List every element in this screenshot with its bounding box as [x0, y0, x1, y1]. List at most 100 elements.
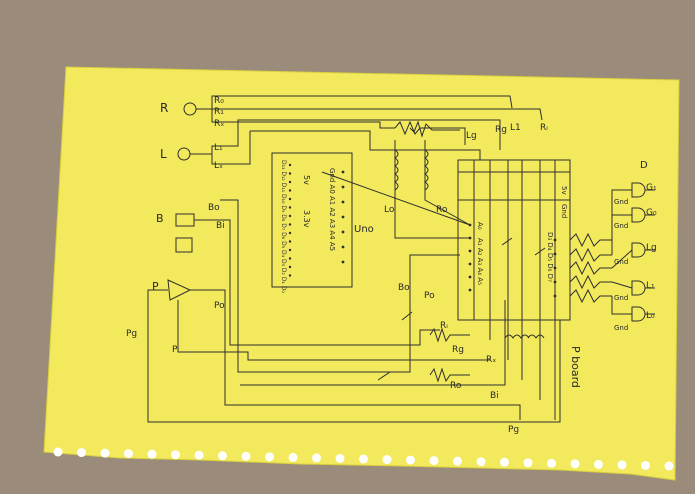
label-a-col1: A₀: [476, 222, 484, 230]
uno-pin-dot: [341, 170, 345, 174]
inductor-bottom-1: [504, 334, 530, 339]
led-gate-icon: [631, 207, 655, 223]
perforation-hole: [617, 460, 627, 470]
uno-pin-dot: [288, 265, 292, 269]
bus-r0: [228, 95, 513, 109]
header-pin-dot: [553, 266, 557, 270]
led-gate-icon: [631, 242, 655, 258]
perforation-hole: [359, 454, 368, 464]
perforation-hole: [664, 461, 674, 471]
label-g0: G₀: [646, 208, 657, 218]
label-ro-lower: Ro: [450, 381, 462, 391]
led-resistor-2: [569, 247, 612, 263]
perforation-hole: [100, 448, 110, 458]
uno-pin-dot: [288, 223, 292, 226]
label-gnd-g1: Gnd: [614, 198, 628, 206]
label-bi: Bi: [216, 221, 225, 231]
perforation-holes: [53, 447, 674, 471]
right-header-dots: [468, 223, 557, 298]
perforation-hole: [77, 448, 86, 458]
uno-pin-dot: [288, 197, 292, 201]
uno-board: [271, 152, 353, 288]
resistor-top-r: [394, 120, 466, 145]
perforation-hole: [241, 451, 251, 461]
button-b-bottom: [175, 237, 193, 253]
tick-1: [501, 237, 513, 246]
perforation-hole: [570, 459, 580, 469]
perforation-hole: [547, 458, 556, 468]
label-r1: R₁: [214, 107, 224, 117]
tick-4: [377, 371, 391, 381]
label-uno-bottom-row: D₁₃ D₁₂ D₁₁ D₁₀ D₉ D₈ D₇ D₆ D₅ D₄ D₃ D₂ …: [280, 160, 287, 293]
inductor-l0: [394, 149, 399, 191]
header-pin-dot: [553, 280, 557, 284]
uno-pin-dot: [341, 230, 345, 234]
perforation-hole: [382, 455, 392, 465]
label-lg-right: Lg: [646, 243, 657, 253]
led-gate-icon: [631, 280, 655, 296]
perforation-hole: [406, 455, 415, 465]
perforation-hole: [476, 457, 486, 467]
label-ri-top: Rᵢ: [540, 123, 548, 133]
resistor-rg: [429, 367, 470, 383]
uno-pin-dot: [288, 240, 292, 243]
label-bo-lower: Bo: [398, 283, 410, 293]
label-gnd-right: Gnd: [560, 204, 568, 218]
label-l0-right: L₀: [646, 311, 655, 321]
perforation-hole: [53, 447, 63, 457]
uno-header-dots: [288, 163, 345, 277]
header-pin-dot: [468, 262, 472, 266]
perforation-hole: [218, 451, 227, 461]
uno-pin-dot: [288, 231, 292, 235]
label-pg: Pg: [126, 329, 137, 339]
wire-lo-vert: [394, 140, 470, 239]
label-bo: Bo: [208, 203, 220, 213]
label-lo: Lo: [384, 205, 395, 215]
label-rg-lower: Rg: [452, 345, 464, 355]
label-gnd-g0: Gnd: [614, 222, 628, 230]
label-uno: Uno: [354, 224, 374, 235]
inductor-r0: [424, 149, 429, 191]
label-g1: G₁: [646, 183, 657, 193]
label-rb: Rₓ: [214, 119, 224, 129]
label-uno-5v: 5v: [302, 175, 311, 185]
bus-l-top: [250, 130, 481, 160]
labels: R L R₀ R₁ Rₓ L₁ Lₓ Rg L1 Rᵢ Lg Lo Ro B B…: [126, 96, 657, 435]
header-pin-dot: [468, 249, 472, 253]
perforation-hole: [194, 450, 204, 460]
uno-pin-dot: [288, 163, 292, 167]
uno-pin-dot: [288, 206, 292, 209]
bus-rb: [228, 121, 395, 129]
label-rg-top: Rg: [495, 125, 507, 135]
label-p: P: [152, 280, 159, 293]
circuit-diagram: [147, 95, 655, 423]
label-ri: Rᵢ: [440, 321, 448, 331]
header-pin-dot: [553, 252, 557, 256]
led-gate-icon: [631, 182, 655, 198]
label-d-right: D₃ D₄ D₅ D₆ D₇: [546, 232, 554, 282]
label-rb-lower: Rₓ: [486, 355, 496, 365]
label-bi-lower: Bi: [490, 391, 499, 401]
header-pin-dot: [553, 294, 557, 298]
uno-pin-dot: [288, 180, 292, 184]
wire-uno-gnd-diag: [321, 171, 471, 226]
uno-pin-dot: [288, 172, 292, 175]
label-l1-right: L₁: [646, 281, 655, 291]
led-group: [631, 182, 655, 322]
bus-l-mid: [228, 131, 251, 165]
wire-r-in: [196, 95, 228, 123]
resistor-top-l: [409, 120, 460, 138]
uno-pin-dot: [341, 245, 345, 249]
label-pi: Pᵢ: [172, 345, 179, 355]
wire-po: [190, 289, 521, 420]
label-a-col2: A₁ A₂ A₃ A₄ A₅: [476, 238, 484, 285]
label-lg: Lg: [466, 131, 477, 141]
label-r: R: [160, 101, 168, 115]
label-p-board: P board: [569, 346, 582, 388]
bus-r1: [228, 108, 543, 121]
tick-2: [534, 247, 546, 256]
inductor-bottom-2: [527, 334, 545, 339]
perforation-hole: [147, 449, 157, 459]
perforation-hole: [171, 450, 180, 460]
